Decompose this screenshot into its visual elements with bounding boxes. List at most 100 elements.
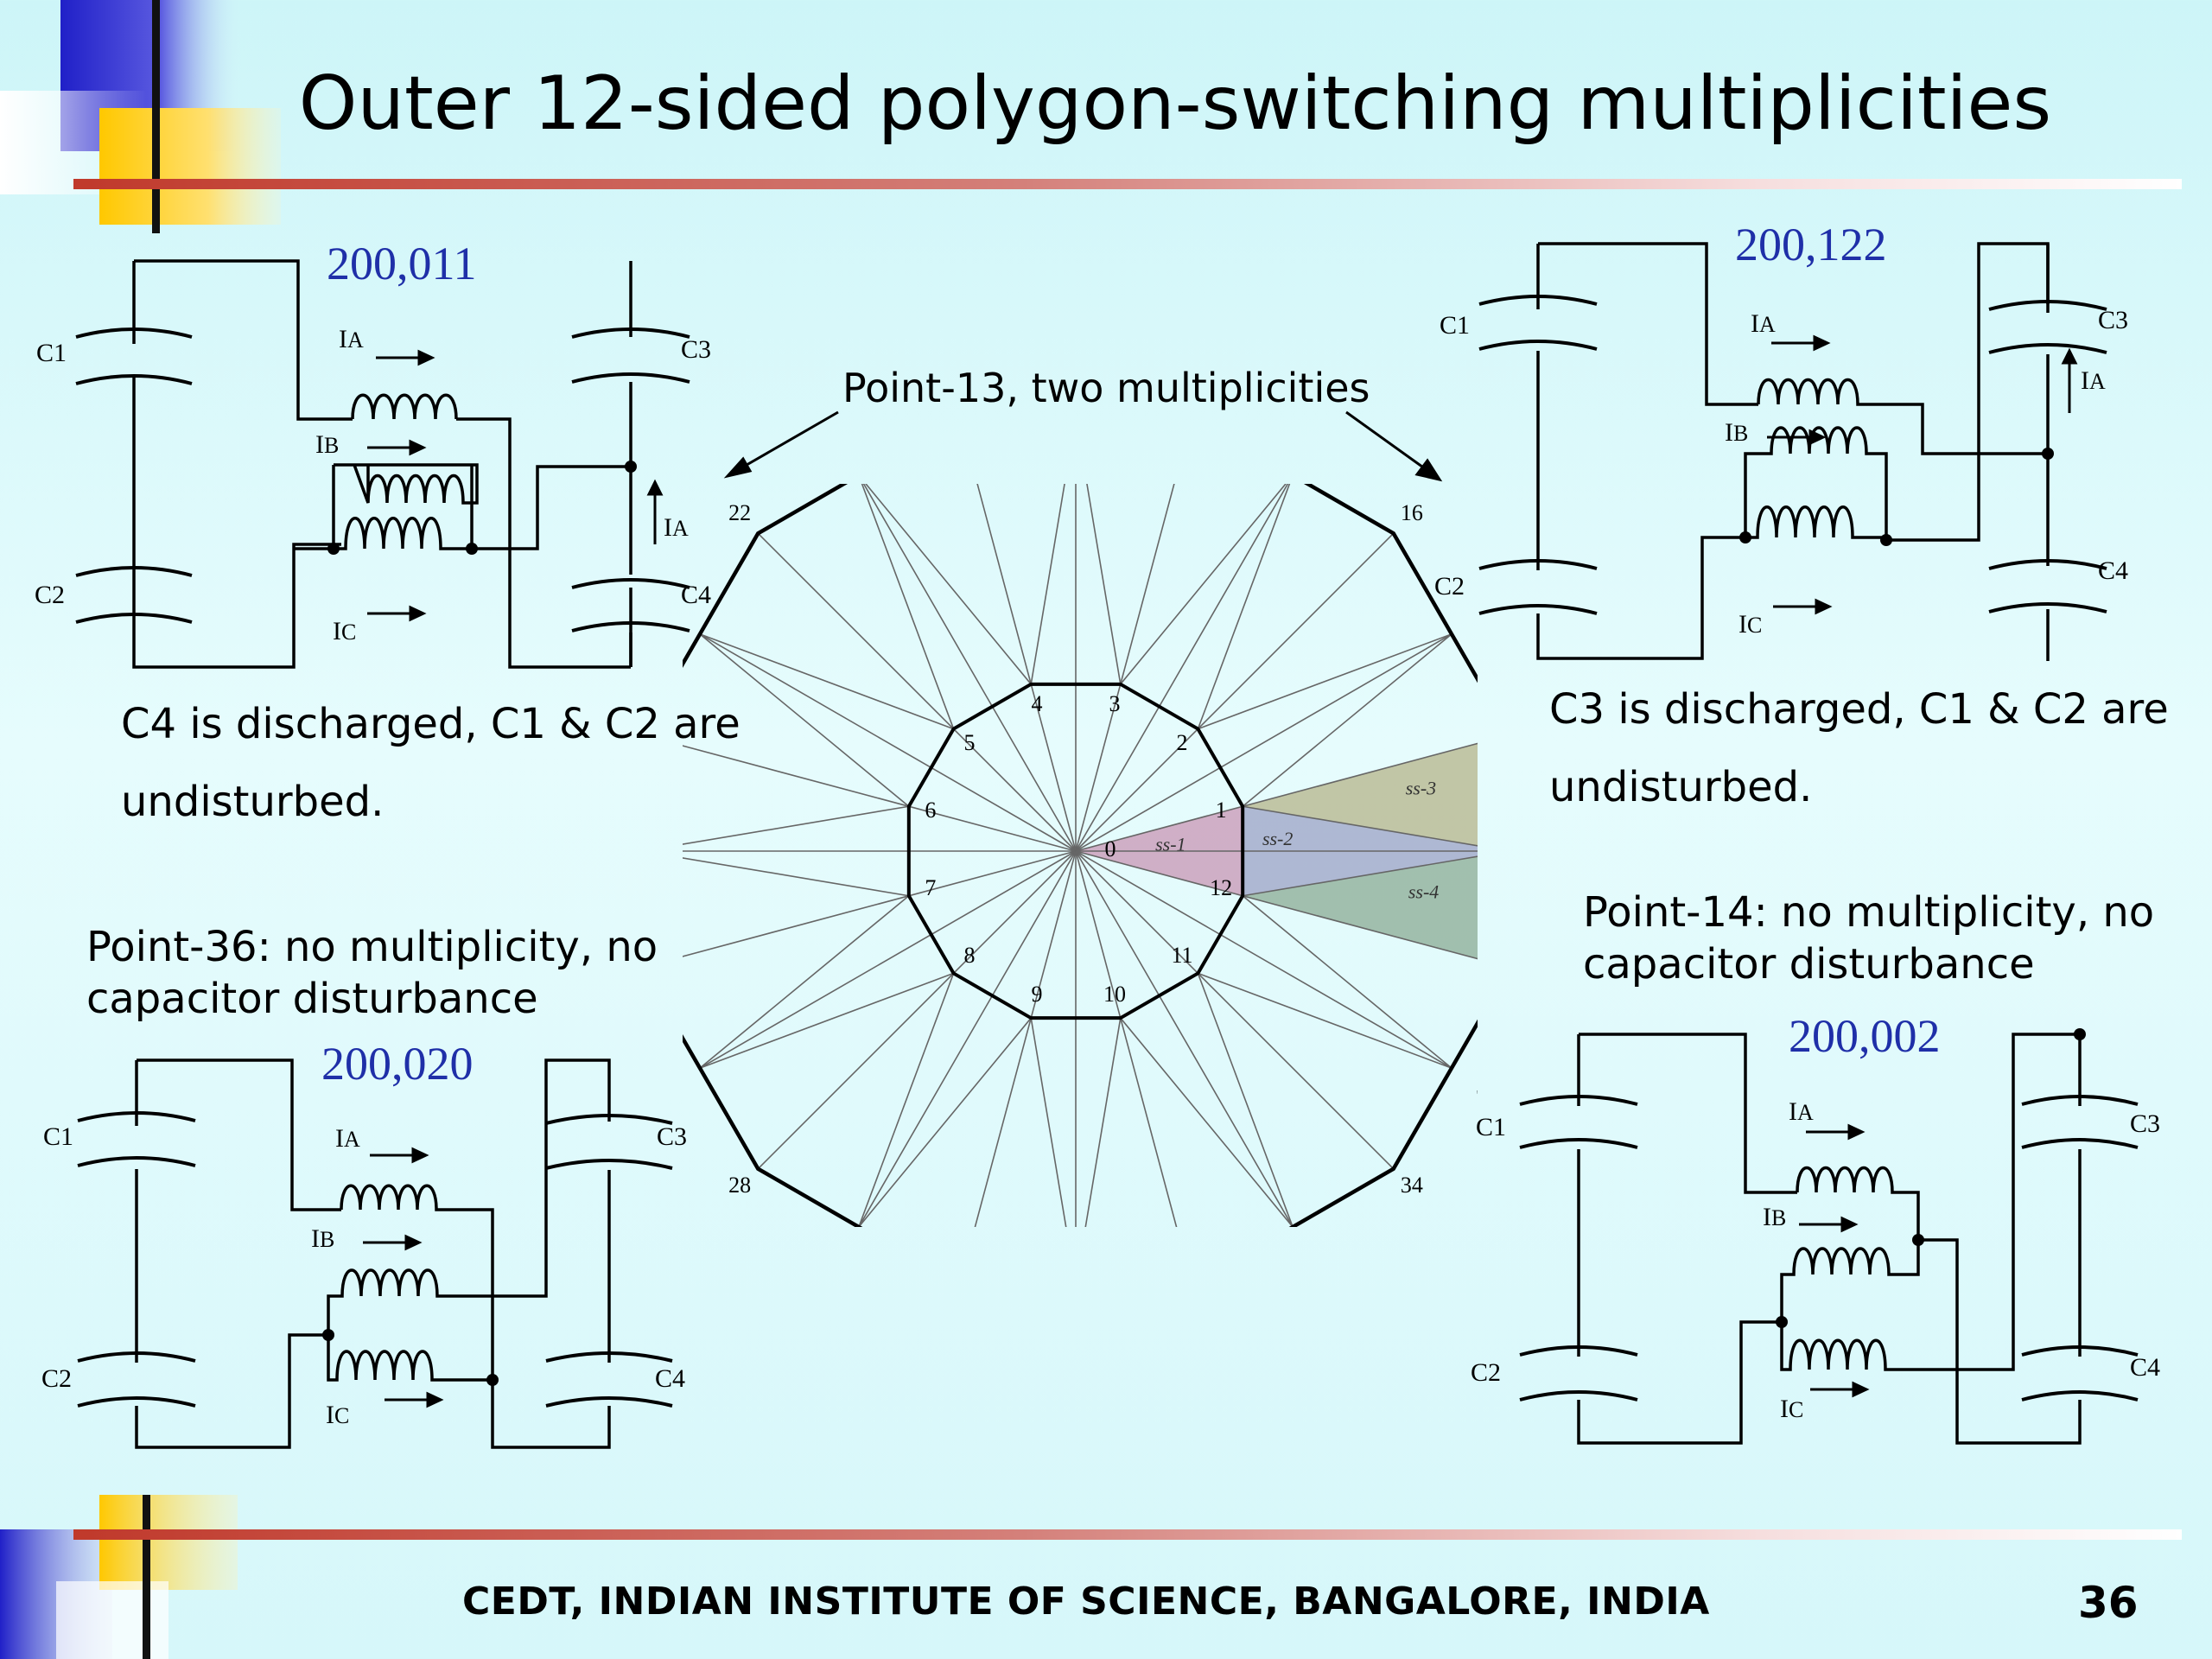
note-bottom-right: Point-14: no multiplicity, no capacitor …	[1583, 888, 2155, 988]
spoke-line	[861, 484, 955, 729]
title-rule	[73, 179, 2182, 189]
spoke-line	[1120, 484, 1287, 685]
spoke-line	[757, 850, 1077, 1170]
label-outer-35: 35	[1476, 1074, 1478, 1099]
label-inner-10: 10	[1103, 982, 1126, 1007]
spoke-line	[1243, 805, 1478, 847]
circuit-code-bottom-left: 200,020	[321, 1038, 474, 1090]
spoke-line	[699, 972, 954, 1069]
spoke-line	[683, 857, 909, 897]
label-ss-2: ss-2	[1262, 828, 1293, 849]
label-ib: IB	[315, 430, 339, 459]
spoke-line	[858, 1017, 1032, 1227]
outer-dodecagon	[683, 484, 1478, 1227]
callout-point-13: Point-13, two multiplicities	[842, 365, 1370, 411]
spoke-line	[1120, 1017, 1294, 1227]
label-inner-12: 12	[1210, 875, 1232, 900]
circuit-code-bottom-right: 200,002	[1789, 1010, 1941, 1062]
corner-decoration-top	[0, 0, 281, 233]
label-c1: C1	[43, 1122, 73, 1151]
label-ib: IB	[311, 1224, 334, 1253]
sector-ss-3	[1243, 743, 1478, 846]
circuit-top-right: C1 C2 C3 C4 IA IB IC IA	[1434, 242, 2128, 661]
label-ib: IB	[1763, 1203, 1786, 1231]
spoke-line	[1242, 895, 1452, 1069]
label-c1: C1	[1440, 311, 1470, 340]
label-ia: IA	[335, 1124, 360, 1153]
sector-ss-4	[1243, 856, 1478, 959]
label-inner-11: 11	[1172, 943, 1193, 968]
label-ia-vertical: IA	[2081, 366, 2106, 395]
label-outer-15: 15	[1476, 599, 1478, 624]
spoke-line	[858, 850, 1077, 1227]
spoke-line	[699, 850, 1077, 1069]
label-outer-16: 16	[1401, 500, 1423, 525]
page-number: 36	[2078, 1578, 2139, 1628]
spoke-line	[1198, 633, 1452, 730]
label-ia-vertical: IA	[664, 513, 689, 542]
spoke-line	[683, 850, 1077, 957]
label-inner-1: 1	[1216, 798, 1227, 823]
label-outer-28: 28	[728, 1173, 751, 1198]
label-inner-3: 3	[1109, 691, 1121, 716]
spoke-line	[1086, 484, 1122, 684]
spoke-line	[1243, 855, 1478, 897]
spoke-line	[858, 973, 955, 1227]
page-title: Outer 12-sided polygon-switching multipl…	[298, 60, 2052, 147]
label-c2: C2	[1471, 1358, 1501, 1387]
label-c3: C3	[2130, 1109, 2160, 1138]
spoke-line	[699, 633, 1077, 852]
description-top-right: C3 is discharged, C1 & C2 are undisturbe…	[1549, 685, 2169, 811]
spoke-line	[974, 850, 1077, 1227]
label-inner-2: 2	[1177, 730, 1188, 755]
label-c3: C3	[2098, 306, 2128, 334]
spoke-line	[757, 532, 1077, 852]
label-c4: C4	[681, 581, 711, 609]
spoke-line	[1198, 972, 1452, 1069]
spoke-line	[1197, 484, 1291, 729]
spoke-line	[1075, 633, 1452, 852]
label-inner-8: 8	[963, 943, 975, 968]
footer-institution: CEDT, INDIAN INSTITUTE OF SCIENCE, BANGA…	[462, 1580, 1710, 1624]
label-c2: C2	[41, 1364, 72, 1393]
label-c3: C3	[681, 335, 711, 364]
label-c1: C1	[1476, 1113, 1506, 1141]
callout-arrows	[723, 410, 1443, 482]
label-ia: IA	[1789, 1097, 1814, 1126]
label-c4: C4	[2130, 1353, 2160, 1382]
label-inner-5: 5	[963, 730, 975, 755]
spoke-line	[1075, 850, 1452, 1069]
spoke-line	[1075, 484, 1175, 852]
label-inner-7: 7	[925, 875, 936, 900]
label-ss-3: ss-3	[1406, 778, 1436, 799]
note-bottom-left: Point-36: no multiplicity, no capacitor …	[86, 923, 658, 1023]
label-ia: IA	[1751, 309, 1776, 338]
spoke-line	[699, 633, 910, 807]
spoke-line	[1075, 850, 1178, 1227]
label-c2: C2	[35, 581, 65, 609]
label-ic: IC	[1738, 610, 1762, 639]
label-c4: C4	[655, 1364, 685, 1393]
spoke-line	[865, 484, 1032, 685]
label-inner-9: 9	[1031, 982, 1042, 1007]
label-outer-34: 34	[1401, 1173, 1423, 1198]
label-ib: IB	[1725, 418, 1748, 447]
label-inner-0: 0	[1105, 836, 1116, 861]
label-c1: C1	[36, 339, 67, 367]
spoke-line	[1075, 484, 1289, 852]
label-c2: C2	[1434, 572, 1465, 601]
circuit-top-left: C1 C2 C3 C4 IA IB IC IA	[35, 259, 711, 669]
label-ic: IC	[1780, 1395, 1803, 1423]
circuit-bottom-right: C1 C2 C3 C4 IA IB IC	[1471, 1028, 2160, 1445]
spoke-line	[1242, 633, 1452, 807]
spoke-line	[1030, 484, 1065, 684]
spoke-line	[1197, 973, 1294, 1227]
label-inner-6: 6	[925, 798, 936, 823]
spoke-line	[699, 633, 954, 730]
spoke-line	[862, 484, 1077, 852]
footer-rule	[73, 1529, 2182, 1540]
spoke-line	[1075, 850, 1478, 960]
circuit-code-top-left: 200,011	[327, 238, 477, 289]
circuit-code-top-right: 200,122	[1735, 219, 1887, 270]
spoke-line	[683, 745, 1077, 852]
